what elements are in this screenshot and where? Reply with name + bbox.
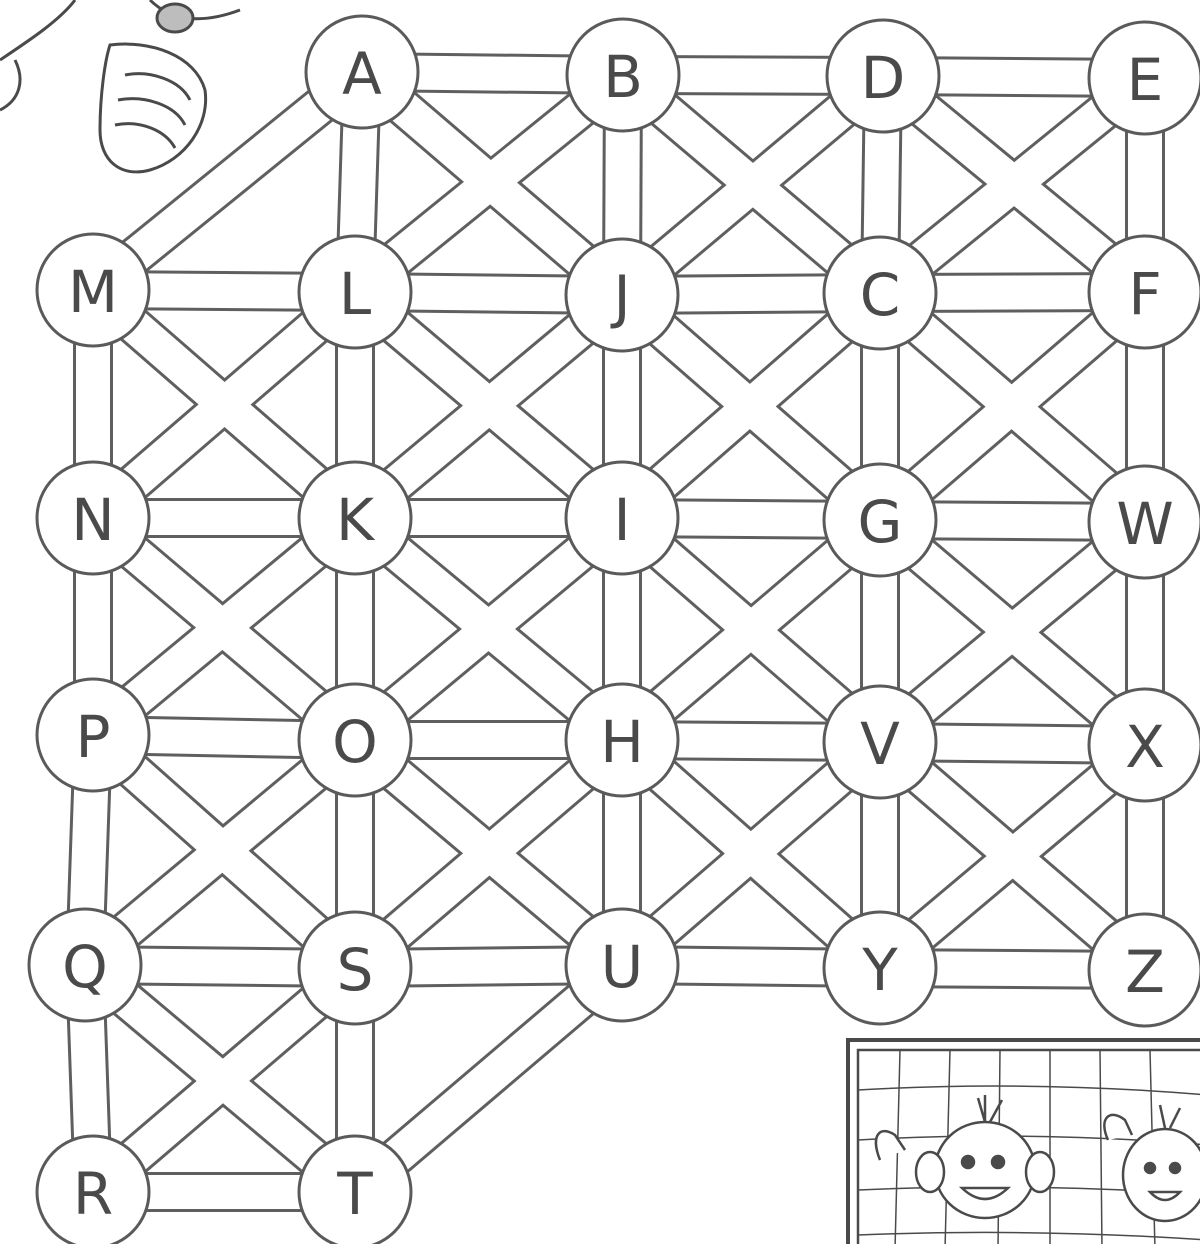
maze-node-letter: A	[342, 40, 382, 108]
maze-node-c[interactable]: C	[824, 237, 936, 349]
maze-node-letter: W	[1116, 490, 1173, 558]
maze-node-letter: I	[613, 486, 630, 554]
maze-node-l[interactable]: L	[299, 236, 411, 348]
maze-node-letter: E	[1127, 46, 1164, 114]
maze-node-i[interactable]: I	[566, 462, 678, 574]
soccer-player-illustration	[0, 0, 240, 172]
maze-node-b[interactable]: B	[567, 19, 679, 131]
maze-node-x[interactable]: X	[1089, 689, 1200, 801]
maze-node-w[interactable]: W	[1089, 466, 1200, 578]
maze-node-r[interactable]: R	[37, 1136, 149, 1244]
maze-node-h[interactable]: H	[566, 684, 678, 796]
maze-node-letter: V	[860, 710, 900, 778]
maze-node-letter: R	[73, 1160, 113, 1228]
maze-node-letter: H	[600, 708, 644, 776]
maze-node-e[interactable]: E	[1089, 22, 1200, 134]
maze-node-letter: J	[610, 263, 630, 331]
maze-node-m[interactable]: M	[37, 234, 149, 346]
maze-node-letter: X	[1125, 713, 1165, 781]
maze-node-t[interactable]: T	[299, 1136, 411, 1244]
maze-node-letter: L	[339, 260, 371, 328]
maze-node-letter: Y	[861, 936, 898, 1004]
maze-node-o[interactable]: O	[299, 684, 411, 796]
maze-node-letter: N	[71, 486, 114, 554]
maze-node-z[interactable]: Z	[1089, 914, 1200, 1026]
goal-with-children-illustration	[848, 1040, 1200, 1244]
maze-node-n[interactable]: N	[37, 462, 149, 574]
maze-node-letter: S	[337, 936, 374, 1004]
maze-node-letter: D	[861, 44, 906, 112]
maze-node-y[interactable]: Y	[824, 912, 936, 1024]
maze-node-v[interactable]: V	[824, 686, 936, 798]
maze-node-letter: O	[332, 708, 378, 776]
maze-node-letter: Q	[62, 933, 108, 1001]
maze-node-letter: F	[1128, 260, 1161, 328]
maze-node-d[interactable]: D	[827, 20, 939, 132]
maze-node-letter: K	[336, 486, 376, 554]
maze-node-letter: U	[601, 933, 643, 1001]
maze-node-letter: B	[603, 43, 643, 111]
maze-node-a[interactable]: A	[306, 16, 418, 128]
maze-node-letter: T	[336, 1160, 373, 1228]
maze-node-u[interactable]: U	[566, 909, 678, 1021]
maze-node-letter: P	[76, 703, 111, 771]
maze-node-q[interactable]: Q	[29, 909, 141, 1021]
maze-node-s[interactable]: S	[299, 912, 411, 1024]
maze-node-k[interactable]: K	[299, 462, 411, 574]
maze-node-j[interactable]: J	[566, 239, 678, 351]
maze-node-f[interactable]: F	[1089, 236, 1200, 348]
maze-node-letter: Z	[1125, 938, 1165, 1006]
maze-node-p[interactable]: P	[37, 679, 149, 791]
maze-node-letter: C	[860, 261, 901, 329]
maze-node-letter: M	[68, 258, 118, 326]
maze-node-g[interactable]: G	[824, 464, 936, 576]
maze-node-letter: G	[858, 488, 903, 556]
